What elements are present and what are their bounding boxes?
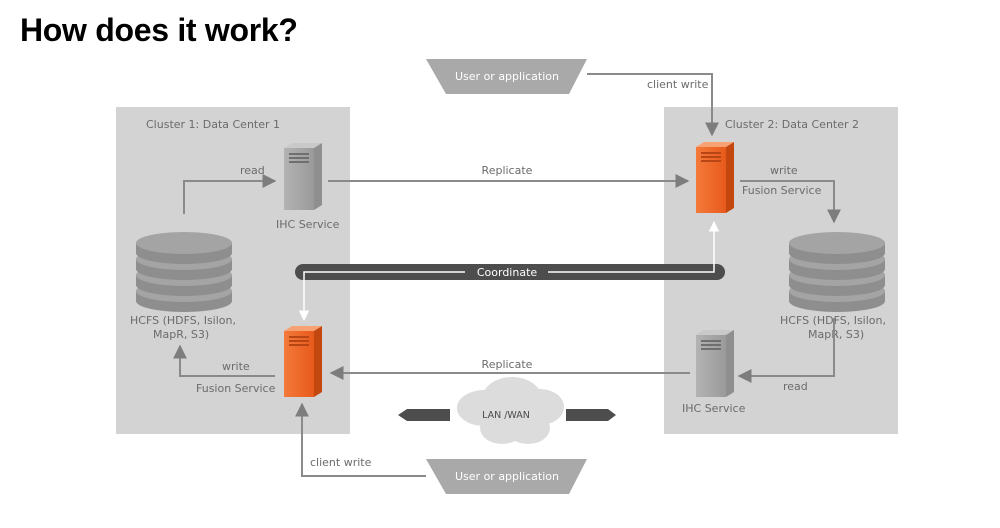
top-client-write-label: client write: [647, 78, 709, 91]
top-user-application[interactable]: User or application: [426, 59, 587, 94]
replicate-top-label: Replicate: [482, 164, 533, 177]
cluster-1-ihc-label: IHC Service: [276, 218, 340, 231]
cluster-2-title: Cluster 2: Data Center 2: [725, 118, 859, 131]
top-user-application-label: User or application: [455, 70, 559, 83]
lan-left-arrow-icon: [398, 409, 450, 421]
cluster-1-write-arrow: [173, 344, 275, 377]
cluster-2-write-arrow: [740, 180, 841, 224]
cluster-2-storage-icon[interactable]: [789, 232, 885, 312]
cluster-2-read-label: read: [783, 380, 808, 393]
lan-wan-label: LAN /WAN: [482, 410, 530, 421]
cluster-2-fusion-label: Fusion Service: [742, 184, 822, 197]
bottom-user-application-label: User or application: [455, 470, 559, 483]
coordinate-right-arrow: [548, 220, 720, 273]
bottom-client-write-label: client write: [310, 456, 372, 469]
bottom-user-application[interactable]: User or application: [426, 459, 587, 494]
cluster-2-fusion-server-icon[interactable]: [696, 142, 734, 213]
cluster-2-read-arrow: [737, 318, 835, 383]
coordinate-left-arrow: [298, 271, 465, 322]
cluster-2-ihc-server-icon[interactable]: [696, 330, 734, 397]
replicate-bottom-label: Replicate: [482, 358, 533, 371]
coordinate-label: Coordinate: [477, 266, 538, 279]
cluster-1-fusion-server-icon[interactable]: [284, 326, 322, 397]
cluster-1-storage-label-1: HCFS (HDFS, Isilon,: [130, 314, 236, 327]
coordinate-bar: [295, 264, 725, 280]
cluster-1-title: Cluster 1: Data Center 1: [146, 118, 280, 131]
cluster-2-storage-label-2: MapR, S3): [808, 328, 864, 341]
cluster-1-storage-icon[interactable]: [136, 232, 232, 312]
cluster-1-storage-label-2: MapR, S3): [153, 328, 209, 341]
cluster-2-write-label: write: [770, 164, 798, 177]
lan-wan-network: LAN /WAN: [398, 377, 616, 444]
cluster-1-read-label: read: [240, 164, 265, 177]
cluster-1-write-label: write: [222, 360, 250, 373]
top-client-write-arrow: [587, 73, 719, 137]
page-title: How does it work?: [20, 12, 298, 48]
cloud-icon: [457, 377, 564, 444]
bottom-client-write-arrow: [295, 402, 426, 477]
wan-right-arrow-icon: [566, 409, 616, 421]
cluster-1-ihc-server-icon[interactable]: [284, 143, 322, 210]
cluster-2-ihc-label: IHC Service: [682, 402, 746, 415]
cluster-1-fusion-label: Fusion Service: [196, 382, 276, 395]
cluster-1-read-arrow: [183, 174, 277, 214]
